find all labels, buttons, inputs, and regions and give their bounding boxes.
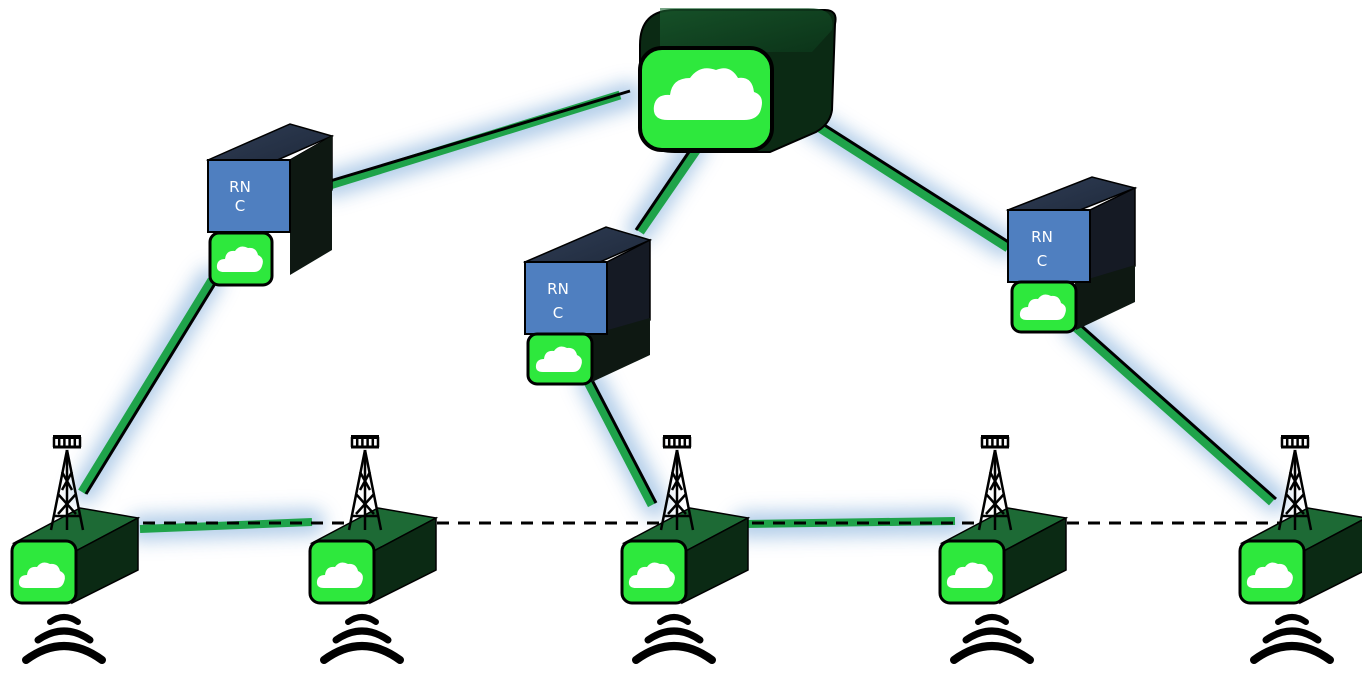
link-core-rnc2 (634, 142, 704, 235)
base-station-1[interactable] (10, 435, 141, 664)
cloud-icon (628, 562, 675, 588)
base-station-layer (10, 435, 1362, 664)
rnc-label-line2: C (1037, 252, 1047, 270)
signal-waves-icon (950, 614, 1034, 664)
antenna-tower-icon (977, 435, 1013, 531)
rnc-node-1[interactable]: RN C (205, 123, 335, 287)
rnc-label-line1: RN (229, 178, 251, 196)
cloud-icon (1019, 294, 1066, 320)
link-rnc2-bs3 (584, 379, 658, 508)
link-bs1-bs2 (139, 518, 313, 533)
link-core-rnc1 (328, 89, 631, 190)
core-node[interactable] (638, 8, 837, 153)
rnc-label-line1: RN (1031, 228, 1053, 246)
link-rnc1-bs1 (78, 277, 218, 495)
base-station-4[interactable] (938, 435, 1069, 664)
cloud-icon (1246, 562, 1293, 588)
rnc-label-line2: C (235, 197, 245, 215)
cloud-icon (653, 68, 762, 120)
rnc-node-2[interactable]: RN C (522, 226, 653, 386)
base-station-3[interactable] (620, 435, 751, 664)
link-core-rnc3 (812, 119, 1011, 252)
antenna-tower-icon (49, 435, 85, 531)
cloud-icon (18, 562, 65, 588)
cloud-icon (946, 562, 993, 588)
rnc-label-line2: C (553, 304, 563, 322)
antenna-tower-icon (659, 435, 695, 531)
rnc-label-line1: RN (547, 280, 569, 298)
antenna-tower-icon (347, 435, 383, 531)
cloud-icon (535, 346, 582, 372)
signal-waves-icon (632, 614, 716, 664)
cloud-icon (316, 562, 363, 588)
base-station-5[interactable] (1238, 435, 1362, 664)
signal-waves-icon (1250, 614, 1334, 664)
rnc-node-3[interactable]: RN C (1005, 176, 1138, 334)
base-station-2[interactable] (308, 435, 439, 664)
link-layer (78, 89, 1290, 533)
link-rnc3-bs5 (1070, 320, 1277, 506)
signal-waves-icon (22, 614, 106, 664)
antenna-tower-icon (1277, 435, 1313, 531)
cloud-icon (216, 246, 263, 272)
signal-waves-icon (320, 614, 404, 664)
